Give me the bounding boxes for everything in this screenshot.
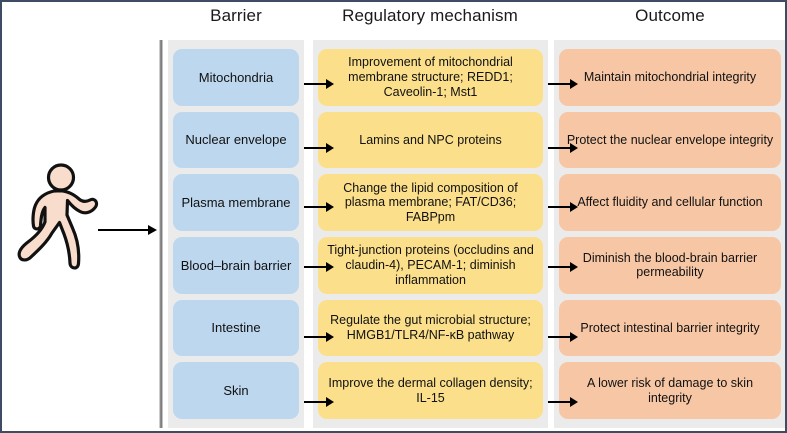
list-item: A lower risk of damage to skin integrity — [554, 359, 785, 422]
column-mechanism: Improvement of mitochondrial membrane st… — [313, 40, 548, 428]
mechanism-box: Lamins and NPC proteins — [318, 111, 543, 169]
list-item: Skin — [168, 359, 304, 422]
list-item: Nuclear envelope — [168, 109, 304, 172]
arrow-mechanism-to-outcome — [548, 262, 578, 272]
list-item: Change the lipid composition of plasma m… — [313, 171, 548, 234]
list-item: Lamins and NPC proteins — [313, 109, 548, 172]
outcome-box: Diminish the blood-brain barrier permeab… — [559, 237, 781, 294]
running-person-icon — [14, 160, 106, 272]
outcome-box: Protect intestinal barrier integrity — [559, 299, 781, 357]
mechanism-box: Improve the dermal collagen density; IL-… — [318, 362, 543, 420]
column-header-mechanism: Regulatory mechanism — [342, 6, 518, 25]
outcome-box: Maintain mitochondrial integrity — [559, 49, 781, 106]
arrow-barrier-to-mechanism — [304, 79, 334, 89]
column-outcome: Maintain mitochondrial integrity Protect… — [554, 40, 785, 428]
list-item: Plasma membrane — [168, 171, 304, 234]
barrier-box: Plasma membrane — [173, 174, 299, 232]
mechanism-box: Tight-junction proteins (occludins and c… — [318, 237, 543, 294]
barrier-box: Blood–brain barrier — [173, 237, 299, 294]
outcome-box: Protect the nuclear envelope integrity — [559, 111, 781, 169]
list-item: Tight-junction proteins (occludins and c… — [313, 234, 548, 297]
outcome-box: A lower risk of damage to skin integrity — [559, 362, 781, 420]
list-item: Maintain mitochondrial integrity — [554, 46, 785, 109]
barrier-box: Nuclear envelope — [173, 111, 299, 169]
barrier-box: Skin — [173, 362, 299, 420]
arrow-mechanism-to-outcome — [548, 79, 578, 89]
mechanism-box: Change the lipid composition of plasma m… — [318, 174, 543, 232]
column-header-barrier: Barrier — [210, 6, 262, 25]
column-barrier: Mitochondria Nuclear envelope Plasma mem… — [168, 40, 304, 428]
entry-arrow-line — [98, 229, 150, 231]
entry-arrow-head-icon — [148, 225, 157, 235]
arrow-mechanism-to-outcome — [548, 332, 578, 342]
list-item: Affect fluidity and cellular function — [554, 171, 785, 234]
arrow-barrier-to-mechanism — [304, 202, 334, 212]
list-item: Blood–brain barrier — [168, 234, 304, 297]
arrow-mechanism-to-outcome — [548, 143, 578, 153]
list-item: Protect intestinal barrier integrity — [554, 297, 785, 360]
arrow-barrier-to-mechanism — [304, 397, 334, 407]
barrier-box: Intestine — [173, 299, 299, 357]
arrow-barrier-to-mechanism — [304, 143, 334, 153]
list-item: Improve the dermal collagen density; IL-… — [313, 359, 548, 422]
arrow-barrier-to-mechanism — [304, 332, 334, 342]
arrow-mechanism-to-outcome — [548, 202, 578, 212]
outcome-box: Affect fluidity and cellular function — [559, 174, 781, 232]
list-item: Protect the nuclear envelope integrity — [554, 109, 785, 172]
list-item: Intestine — [168, 297, 304, 360]
list-item: Improvement of mitochondrial membrane st… — [313, 46, 548, 109]
barrier-box: Mitochondria — [173, 49, 299, 106]
list-item: Mitochondria — [168, 46, 304, 109]
column-header-outcome: Outcome — [635, 6, 705, 25]
vertical-divider — [159, 40, 163, 428]
arrow-mechanism-to-outcome — [548, 397, 578, 407]
mechanism-box: Regulate the gut microbial structure; HM… — [318, 299, 543, 357]
mechanism-box: Improvement of mitochondrial membrane st… — [318, 49, 543, 106]
list-item: Regulate the gut microbial structure; HM… — [313, 297, 548, 360]
arrow-barrier-to-mechanism — [304, 262, 334, 272]
list-item: Diminish the blood-brain barrier permeab… — [554, 234, 785, 297]
